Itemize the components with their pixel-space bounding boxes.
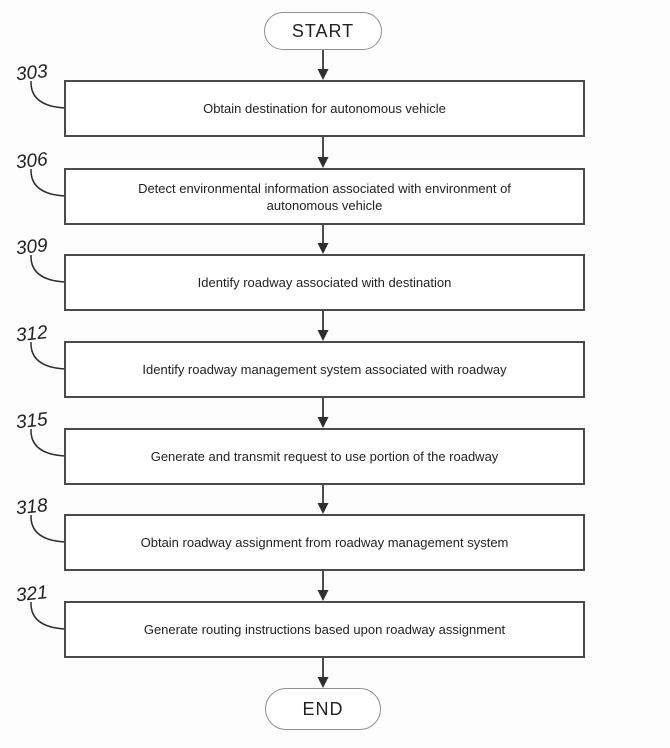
step-box-306: Detect environmental information associa…	[64, 168, 585, 225]
arrow-318-to-321	[317, 571, 329, 601]
leader-line-315	[30, 428, 66, 457]
arrow-321-to-end	[317, 658, 329, 688]
step-text-315: Generate and transmit request to use por…	[150, 449, 499, 464]
arrowhead-icon	[317, 330, 329, 341]
end-label: END	[302, 698, 344, 719]
step-box-303: Obtain destination for autonomous vehicl…	[64, 80, 585, 137]
step-text-306: Detect environmental information associa…	[138, 180, 511, 213]
start-label: START	[291, 20, 355, 41]
arrow-303-to-306	[317, 137, 329, 168]
end-terminal: END	[265, 688, 381, 730]
arrowhead-icon	[317, 243, 329, 254]
arrow-309-to-312	[317, 311, 329, 341]
arrowhead-icon	[317, 69, 329, 80]
step-box-309: Identify roadway associated with destina…	[64, 254, 585, 311]
step-text-321: Generate routing instructions based upon…	[143, 622, 506, 637]
leader-line-321	[30, 601, 66, 630]
step-text-318: Obtain roadway assignment from roadway m…	[140, 535, 509, 550]
start-terminal: START	[264, 12, 382, 50]
leader-line-312	[30, 341, 66, 370]
arrow-306-to-309	[317, 225, 329, 254]
arrowhead-icon	[317, 503, 329, 514]
arrowhead-icon	[317, 590, 329, 601]
arrowhead-icon	[317, 677, 329, 688]
leader-line-306	[30, 168, 66, 197]
step-box-315: Generate and transmit request to use por…	[64, 428, 585, 485]
step-text-312: Identify roadway management system assoc…	[142, 362, 507, 377]
step-box-312: Identify roadway management system assoc…	[64, 341, 585, 398]
arrow-315-to-318	[317, 485, 329, 514]
leader-line-318	[30, 514, 66, 543]
step-box-318: Obtain roadway assignment from roadway m…	[64, 514, 585, 571]
arrow-312-to-315	[317, 398, 329, 428]
leader-line-309	[30, 254, 66, 283]
arrowhead-icon	[317, 157, 329, 168]
leader-line-303	[30, 80, 66, 109]
step-text-309: Identify roadway associated with destina…	[197, 275, 452, 290]
arrow-start-to-303	[317, 50, 329, 80]
step-text-303: Obtain destination for autonomous vehicl…	[203, 101, 446, 116]
arrowhead-icon	[317, 417, 329, 428]
step-box-321: Generate routing instructions based upon…	[64, 601, 585, 658]
